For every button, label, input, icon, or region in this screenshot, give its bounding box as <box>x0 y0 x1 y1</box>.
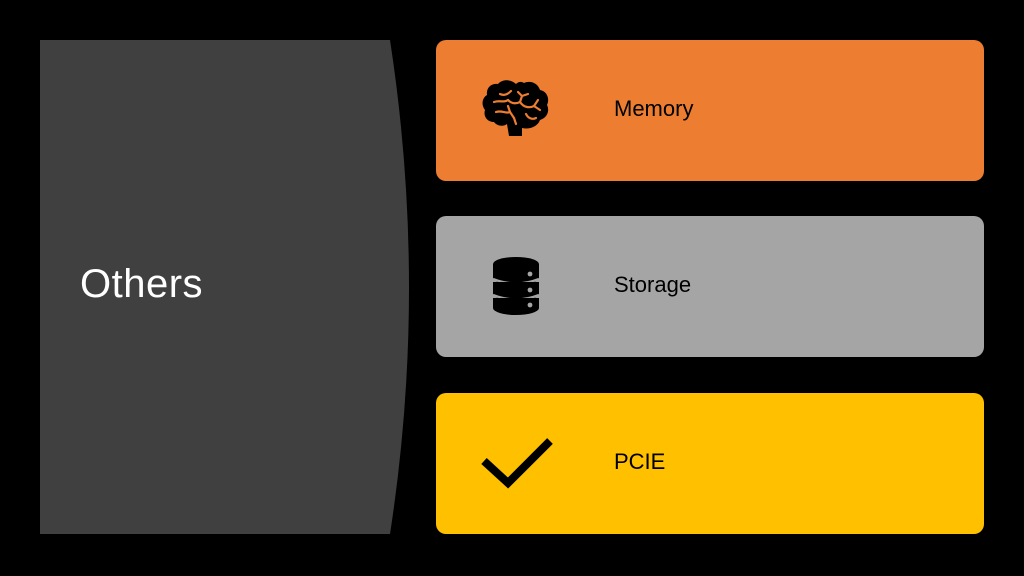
storage-card: Storage <box>436 216 984 357</box>
pcie-label: PCIE <box>614 449 666 474</box>
left-panel-shape <box>40 40 409 534</box>
memory-card: Memory <box>436 40 984 181</box>
checkmark-icon <box>478 429 554 497</box>
database-icon <box>478 252 554 320</box>
left-panel: Others <box>0 0 420 576</box>
memory-label: Memory <box>614 96 694 121</box>
storage-label: Storage <box>614 272 692 297</box>
pcie-card: PCIE <box>436 393 984 534</box>
brain-icon <box>478 76 554 144</box>
section-title: Others <box>80 262 204 306</box>
